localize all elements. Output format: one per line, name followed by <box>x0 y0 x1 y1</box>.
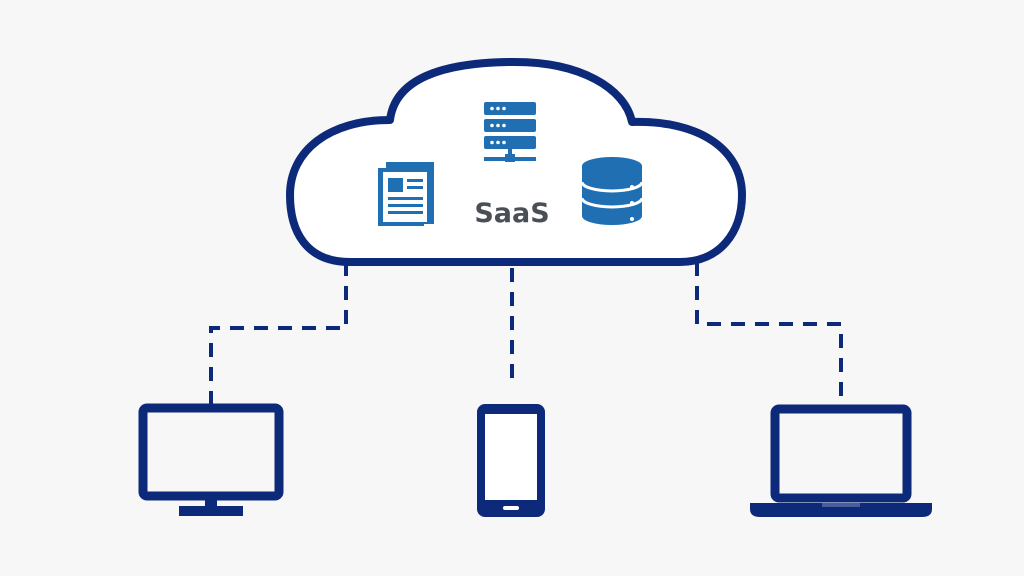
server-icon <box>484 102 536 162</box>
connector-desktop <box>209 262 348 404</box>
desktop-monitor-icon <box>138 403 284 516</box>
document-icon <box>378 162 434 226</box>
database-icon <box>580 157 644 225</box>
cloud-icon <box>286 58 746 266</box>
laptop-icon <box>750 404 932 517</box>
mobile-phone-icon <box>477 404 545 517</box>
saas-label: SaaS <box>474 198 549 229</box>
connector-laptop <box>695 262 843 404</box>
